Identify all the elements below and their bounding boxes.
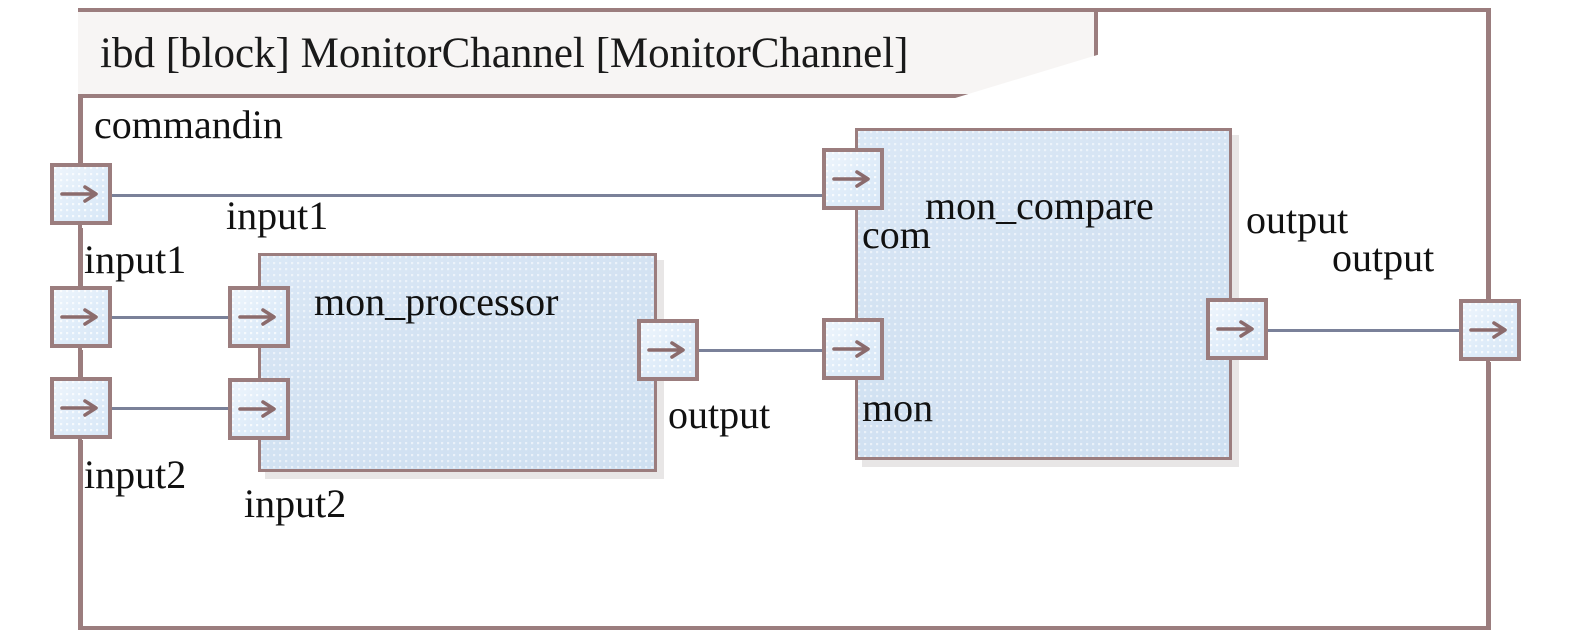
label-commandin: commandin — [94, 102, 283, 147]
arrow-right-icon — [238, 308, 276, 326]
arrow-right-icon — [1216, 320, 1254, 338]
label-mc-com: com — [862, 212, 931, 257]
arrow-right-icon — [647, 341, 685, 359]
arrow-right-icon — [60, 399, 98, 417]
frame-edge-stub-right-bottom — [1487, 362, 1491, 630]
label-mp-input1: input1 — [226, 193, 329, 238]
label-mp-input2: input2 — [244, 481, 347, 526]
arrow-right-icon — [238, 400, 276, 418]
port-mc-output[interactable] — [1206, 298, 1268, 360]
port-mc-mon[interactable] — [822, 318, 884, 380]
connector-mp-output-to-mon — [698, 349, 824, 352]
connector-input1-to-mp-input1 — [110, 316, 230, 319]
port-mp-input1[interactable] — [228, 286, 290, 348]
block-mon-processor[interactable] — [258, 253, 657, 472]
page-title: ibd [block] MonitorChannel [MonitorChann… — [100, 29, 909, 77]
block-mon-processor-label: mon_processor — [314, 279, 559, 324]
port-boundary-output[interactable] — [1459, 299, 1521, 361]
connector-commandin-to-com — [110, 194, 822, 197]
arrow-right-icon — [832, 170, 870, 188]
frame-edge-stub-top — [79, 98, 83, 166]
diagram-title-tab: ibd [block] MonitorChannel [MonitorChann… — [78, 8, 1098, 98]
label-mc-output: output — [1246, 197, 1349, 242]
label-boundary-output: output — [1332, 235, 1435, 280]
label-mc-mon: mon — [862, 385, 934, 430]
port-boundary-input2[interactable] — [50, 377, 112, 439]
connector-input2-to-mp-input2 — [110, 407, 230, 410]
block-mon-compare[interactable] — [855, 128, 1232, 460]
frame-edge-stub-a — [79, 228, 83, 288]
port-mc-com[interactable] — [822, 148, 884, 210]
port-boundary-commandin[interactable] — [50, 163, 112, 225]
frame-edge-stub-c — [79, 440, 83, 630]
connector-mc-output-to-output — [1268, 329, 1462, 332]
frame-edge-stub-right-top — [1487, 8, 1491, 300]
arrow-right-icon — [1469, 321, 1507, 339]
label-boundary-input2: input2 — [84, 452, 187, 497]
arrow-right-icon — [832, 340, 870, 358]
port-mp-output[interactable] — [637, 319, 699, 381]
port-mp-input2[interactable] — [228, 378, 290, 440]
label-boundary-input1: input1 — [84, 237, 187, 282]
block-mon-compare-label: mon_compare — [925, 183, 1154, 228]
label-mp-output: output — [668, 392, 771, 437]
arrow-right-icon — [60, 185, 98, 203]
port-boundary-input1[interactable] — [50, 286, 112, 348]
arrow-right-icon — [60, 308, 98, 326]
frame-edge-stub-b — [79, 350, 83, 380]
